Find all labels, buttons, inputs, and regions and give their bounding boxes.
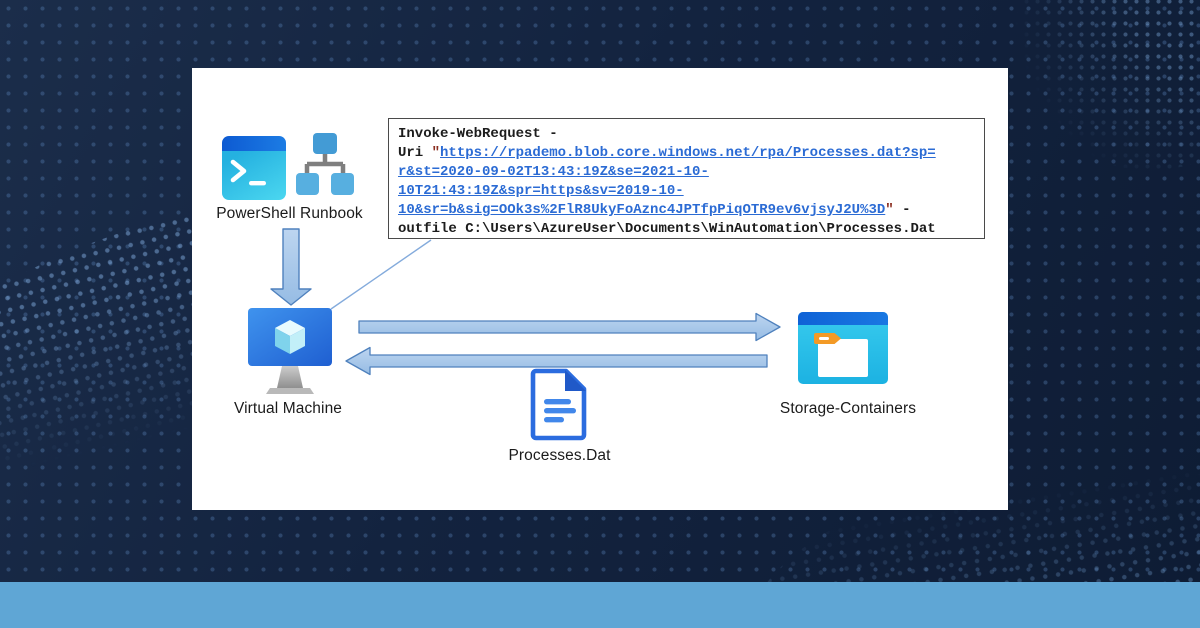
code-text: outfile C:\Users\AzureUser\Documents\Win… bbox=[398, 221, 936, 237]
storage-folder-tab-dash bbox=[819, 337, 829, 340]
code-text: " bbox=[431, 145, 441, 161]
code-line: 10T21:43:19Z&spr=https&sv=2019-10- bbox=[398, 182, 975, 201]
code-line: Uri "https://rpademo.blob.core.windows.n… bbox=[398, 144, 975, 163]
sas-url-link[interactable]: 10&sr=b&sig=OOk3s%2FlR8UkyFoAznc4JPTfpPi… bbox=[398, 202, 886, 218]
powershell-runbook-label: PowerShell Runbook bbox=[216, 205, 363, 222]
code-line: 10&sr=b&sig=OOk3s%2FlR8UkyFoAznc4JPTfpPi… bbox=[398, 201, 975, 220]
storage-folder-tab bbox=[814, 333, 841, 344]
powershell-terminal-icon bbox=[222, 136, 286, 200]
code-text: - bbox=[893, 202, 911, 218]
arrow-vm-to-storage bbox=[358, 312, 781, 342]
terminal-body bbox=[222, 151, 286, 200]
code-text: Invoke-WebRequest - bbox=[398, 126, 558, 142]
code-line: Invoke-WebRequest - bbox=[398, 125, 975, 144]
terminal-prompt-icon bbox=[230, 159, 266, 186]
arrow-storage-to-vm bbox=[345, 346, 768, 376]
footer-bar bbox=[0, 582, 1200, 628]
sas-url-link[interactable]: r&st=2020-09-02T13:43:19Z&se=2021-10- bbox=[398, 164, 709, 180]
code-text: " bbox=[885, 202, 894, 218]
storage-containers-label: Storage-Containers bbox=[779, 400, 917, 417]
sas-url-link[interactable]: https://rpademo.blob.core.windows.net/rp… bbox=[440, 145, 936, 161]
storage-titlebar bbox=[798, 312, 888, 325]
code-box: Invoke-WebRequest -Uri "https://rpademo.… bbox=[388, 118, 985, 239]
vm-cube-icon bbox=[275, 320, 305, 354]
code-line: r&st=2020-09-02T13:43:19Z&se=2021-10- bbox=[398, 163, 975, 182]
code-text: Uri bbox=[398, 145, 432, 161]
arrow-runbook-to-vm bbox=[270, 228, 312, 306]
virtual-machine-label: Virtual Machine bbox=[233, 400, 343, 417]
terminal-titlebar bbox=[222, 136, 286, 151]
sas-url-link[interactable]: 10T21:43:19Z&spr=https&sv=2019-10- bbox=[398, 183, 684, 199]
codebox-connector-line bbox=[330, 239, 432, 310]
runbook-flowchart-icon bbox=[296, 133, 354, 195]
diagram-card: PowerShell Runbook Invoke-WebRequest - Ur… bbox=[192, 68, 1008, 510]
virtual-machine-icon bbox=[248, 308, 332, 394]
processes-dat-label: Processes.Dat bbox=[508, 447, 611, 464]
storage-containers-icon bbox=[798, 312, 888, 384]
storage-folder bbox=[818, 339, 868, 377]
code-lines: Invoke-WebRequest -Uri "https://rpademo.… bbox=[398, 125, 975, 239]
code-line: outfile C:\Users\AzureUser\Documents\Win… bbox=[398, 220, 975, 239]
processes-dat-file-icon bbox=[530, 368, 587, 441]
